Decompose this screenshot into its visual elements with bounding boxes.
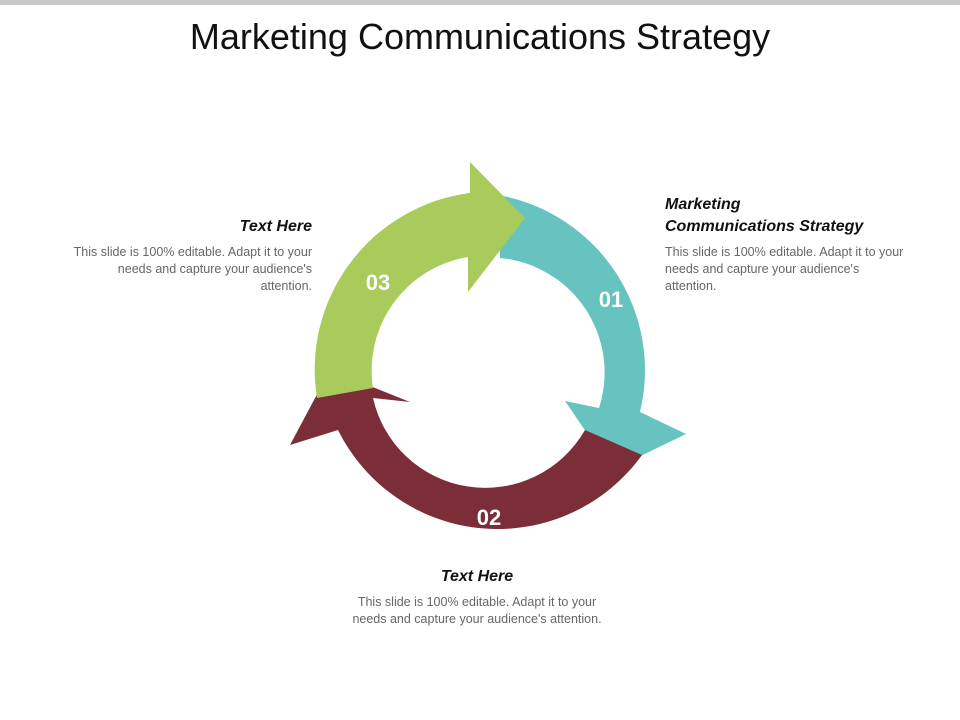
text-block-right: Marketing Communications Strategy This s… bbox=[665, 194, 910, 295]
slide-title: Marketing Communications Strategy bbox=[189, 16, 771, 57]
cycle-arrow-02 bbox=[290, 370, 642, 530]
cycle-arrow-03 bbox=[314, 162, 525, 398]
block-body: This slide is 100% editable. Adapt it to… bbox=[73, 245, 312, 293]
block-heading-line-1: Marketing bbox=[665, 196, 741, 213]
text-block-left: Text Here This slide is 100% editable. A… bbox=[70, 216, 312, 295]
step-number-03: 03 bbox=[366, 270, 390, 295]
top-rule bbox=[0, 0, 960, 5]
step-number-02: 02 bbox=[477, 505, 501, 530]
block-body: This slide is 100% editable. Adapt it to… bbox=[665, 245, 904, 293]
block-heading: Text Here bbox=[239, 218, 312, 235]
step-number-01: 01 bbox=[599, 287, 623, 312]
block-heading: Marketing Communications Strategy bbox=[665, 194, 910, 238]
block-heading: Text Here bbox=[440, 568, 514, 585]
text-block-bottom: Text Here This slide is 100% editable. A… bbox=[350, 566, 604, 628]
block-heading-line-2: Communications Strategy bbox=[665, 218, 864, 235]
cycle-arrow-01 bbox=[498, 195, 686, 470]
block-body: This slide is 100% editable. Adapt it to… bbox=[352, 595, 602, 626]
